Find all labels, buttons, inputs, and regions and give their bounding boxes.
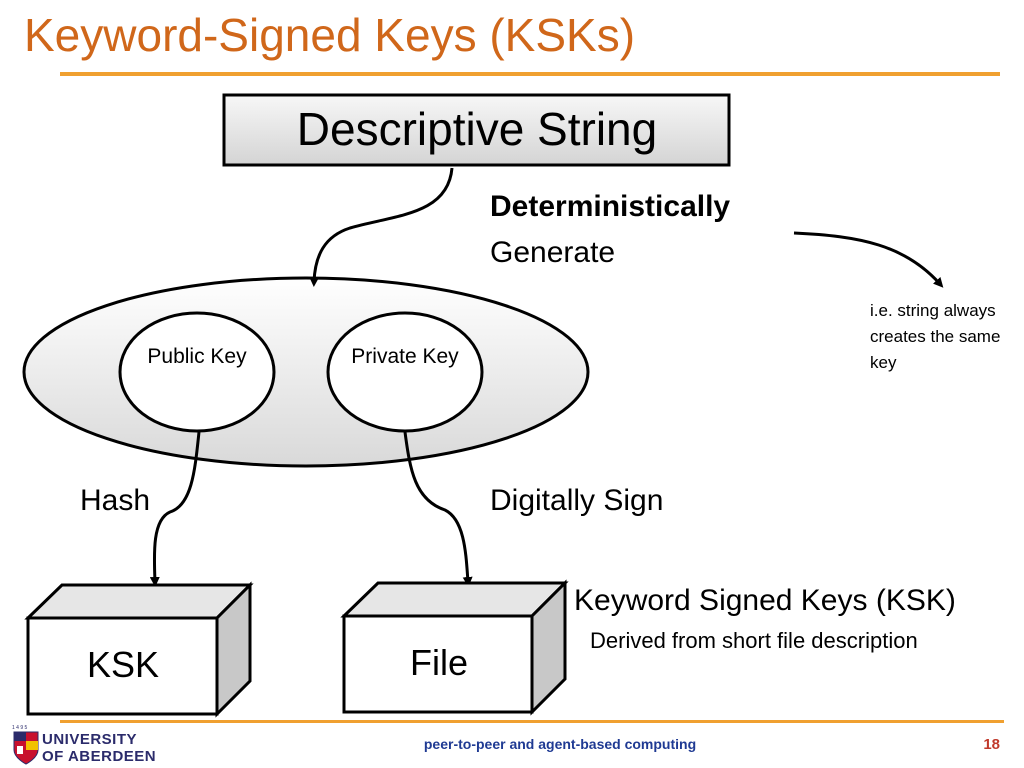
- deterministically-label: Deterministically: [490, 190, 731, 223]
- svg-text:1 4 9 5: 1 4 9 5: [12, 725, 28, 731]
- key-pair-ellipse: [22, 276, 590, 468]
- page-number: 18: [983, 736, 1000, 753]
- private-key-circle: [326, 311, 484, 433]
- ksk-box-label: KSK: [86, 644, 160, 685]
- ksk-subtitle: Derived from short file description: [590, 628, 918, 653]
- deterministic-note-arrow: [793, 231, 944, 288]
- ksk-title: Keyword Signed Keys (KSK): [574, 584, 956, 617]
- footer-course-title: peer-to-peer and agent-based computing: [423, 736, 697, 752]
- descriptive-string-label: Descriptive String: [296, 103, 658, 155]
- public-key-label: Public Key: [147, 345, 247, 368]
- sign-arrow: [403, 431, 473, 587]
- digitally-sign-label: Digitally Sign: [490, 484, 664, 517]
- logo-text-university: UNIVERSITY: [42, 731, 138, 748]
- hash-label: Hash: [80, 484, 151, 517]
- title-divider: [60, 72, 1000, 76]
- generate-label: Generate: [490, 236, 616, 269]
- public-key-circle: [118, 311, 276, 433]
- university-crest-logo: 1 4 9 5: [12, 725, 39, 765]
- logo-text-aberdeen: OF ABERDEEN: [42, 748, 157, 765]
- file-box-label: File: [409, 642, 468, 683]
- file-box: [340, 579, 569, 716]
- footer-divider: [60, 720, 1004, 723]
- generate-arrow: [309, 167, 454, 287]
- hash-arrow: [149, 431, 201, 587]
- slide-title: Keyword-Signed Keys (KSKs): [24, 9, 636, 61]
- deterministic-note: i.e. string always creates the same key: [870, 301, 1001, 372]
- private-key-label: Private Key: [351, 345, 459, 368]
- descriptive-string-box: [222, 93, 731, 167]
- ksk-box: [24, 581, 254, 718]
